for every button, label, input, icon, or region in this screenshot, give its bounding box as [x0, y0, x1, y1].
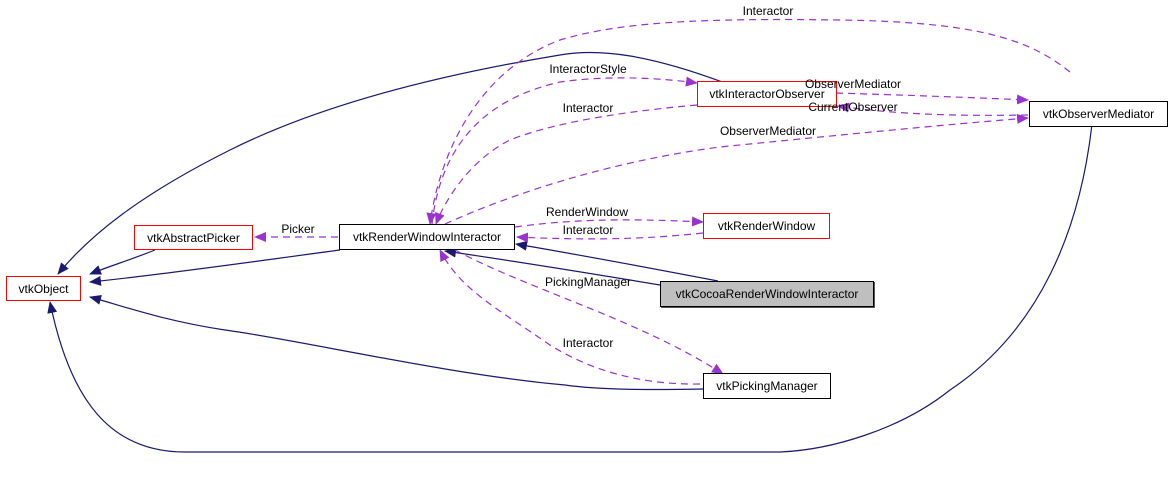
edge-interactor-io [435, 104, 698, 225]
node-vtkabstractpicker[interactable]: vtkAbstractPicker [134, 225, 253, 250]
edge-cocoa-to-rwi-2 [515, 240, 719, 282]
label-observermediator-rwi: ObserverMediator [719, 124, 817, 138]
edge-abstractpicker-to-object [89, 249, 156, 275]
label-interactor-top: Interactor [742, 4, 794, 18]
edge-observermediator-io [835, 92, 1029, 105]
label-pickingmanager: PickingManager [544, 275, 632, 289]
node-vtkobject[interactable]: vtkObject [6, 276, 81, 301]
node-vtkpickingmanager[interactable]: vtkPickingManager [703, 373, 831, 399]
edge-cocoa-to-rwi [444, 247, 661, 286]
edge-pickingmanager [454, 249, 724, 375]
edge-interactorstyle [431, 76, 698, 225]
edge-interactor-pm [439, 249, 701, 385]
node-vtkinteractorobserver[interactable]: vtkInteractorObserver [697, 81, 837, 107]
label-interactor-io: Interactor [562, 101, 614, 115]
edge-currentobserver [837, 102, 1029, 116]
label-picker: Picker [281, 222, 315, 236]
label-observermediator-io: ObserverMediator [804, 77, 902, 91]
label-interactorstyle: InteractorStyle [549, 62, 627, 76]
edge-interactorobserver-to-object [57, 51, 726, 275]
label-renderwindow: RenderWindow [545, 205, 629, 219]
edge-observermediator-to-object [47, 123, 1093, 453]
node-vtkrenderwindowinteractor[interactable]: vtkRenderWindowInteractor [339, 224, 515, 250]
edge-pickingmanager-to-object [89, 295, 705, 391]
node-vtkrenderwindow[interactable]: vtkRenderWindow [703, 213, 830, 239]
label-interactor-rw: Interactor [562, 223, 614, 237]
label-currentobserver: CurrentObserver [808, 100, 898, 114]
label-interactor-pm: Interactor [562, 336, 614, 350]
edge-rwi-to-object [89, 249, 341, 286]
edge-observermediator-rwi [444, 113, 1029, 225]
edge-interactor-top [426, 18, 1071, 225]
node-vtkobservermediator[interactable]: vtkObserverMediator [1029, 101, 1168, 127]
node-vtkcocoarenderwindowinteractor[interactable]: vtkCocoaRenderWindowInteractor [660, 281, 874, 307]
